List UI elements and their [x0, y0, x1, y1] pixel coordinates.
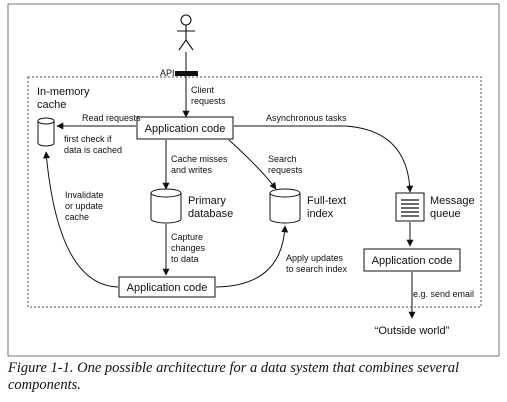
invalidate-cache-arrow	[43, 151, 119, 288]
search-requests-label: Search requests	[268, 154, 303, 175]
cache-label: In-memory cache	[37, 86, 93, 111]
client-requests-label: Client requests	[191, 85, 226, 106]
primary-database-icon	[150, 188, 182, 224]
search-requests-arrow	[228, 139, 277, 190]
cache-misses-label: Cache misses and writes	[171, 154, 230, 175]
outside-world-label: “Outside world”	[375, 325, 450, 337]
api-label: API	[160, 68, 175, 78]
app-code-bottom-box	[118, 276, 216, 298]
apply-updates-arrow	[215, 225, 289, 288]
message-queue-label: Message queue	[430, 195, 478, 220]
app-code-right-label: Application code	[372, 255, 453, 267]
full-text-index-label: Full-text index	[307, 195, 349, 220]
app-code-top-label: Application code	[145, 123, 226, 135]
send-email-label: e.g. send email	[413, 289, 474, 299]
cache-cylinder-icon	[37, 117, 55, 147]
invalidate-cache-label: Invalidate or update cache	[65, 190, 106, 222]
full-text-index-icon	[269, 188, 301, 224]
apply-updates-label: Apply updates to search index	[286, 253, 348, 274]
app-code-right-box	[363, 248, 461, 272]
capture-changes-label: Capture changes to data	[171, 232, 208, 264]
app-code-bottom-label: Application code	[127, 282, 208, 294]
user-stick-figure	[177, 14, 195, 51]
architecture-diagram: API Client requests In-memory cache Appl…	[7, 3, 500, 357]
app-code-top-box	[136, 116, 234, 140]
figure-frame	[7, 3, 500, 357]
figure-caption: Figure 1-1. One possible architecture fo…	[8, 360, 460, 393]
async-tasks-arrow	[234, 125, 414, 193]
read-requests-label: Read requests first check if data is cac…	[64, 113, 143, 155]
api-bar	[175, 71, 198, 76]
message-queue-icon	[395, 192, 425, 222]
system-boundary	[27, 76, 482, 308]
primary-database-label: Primary database	[188, 195, 233, 220]
async-tasks-label: Asynchronous tasks	[266, 113, 347, 123]
